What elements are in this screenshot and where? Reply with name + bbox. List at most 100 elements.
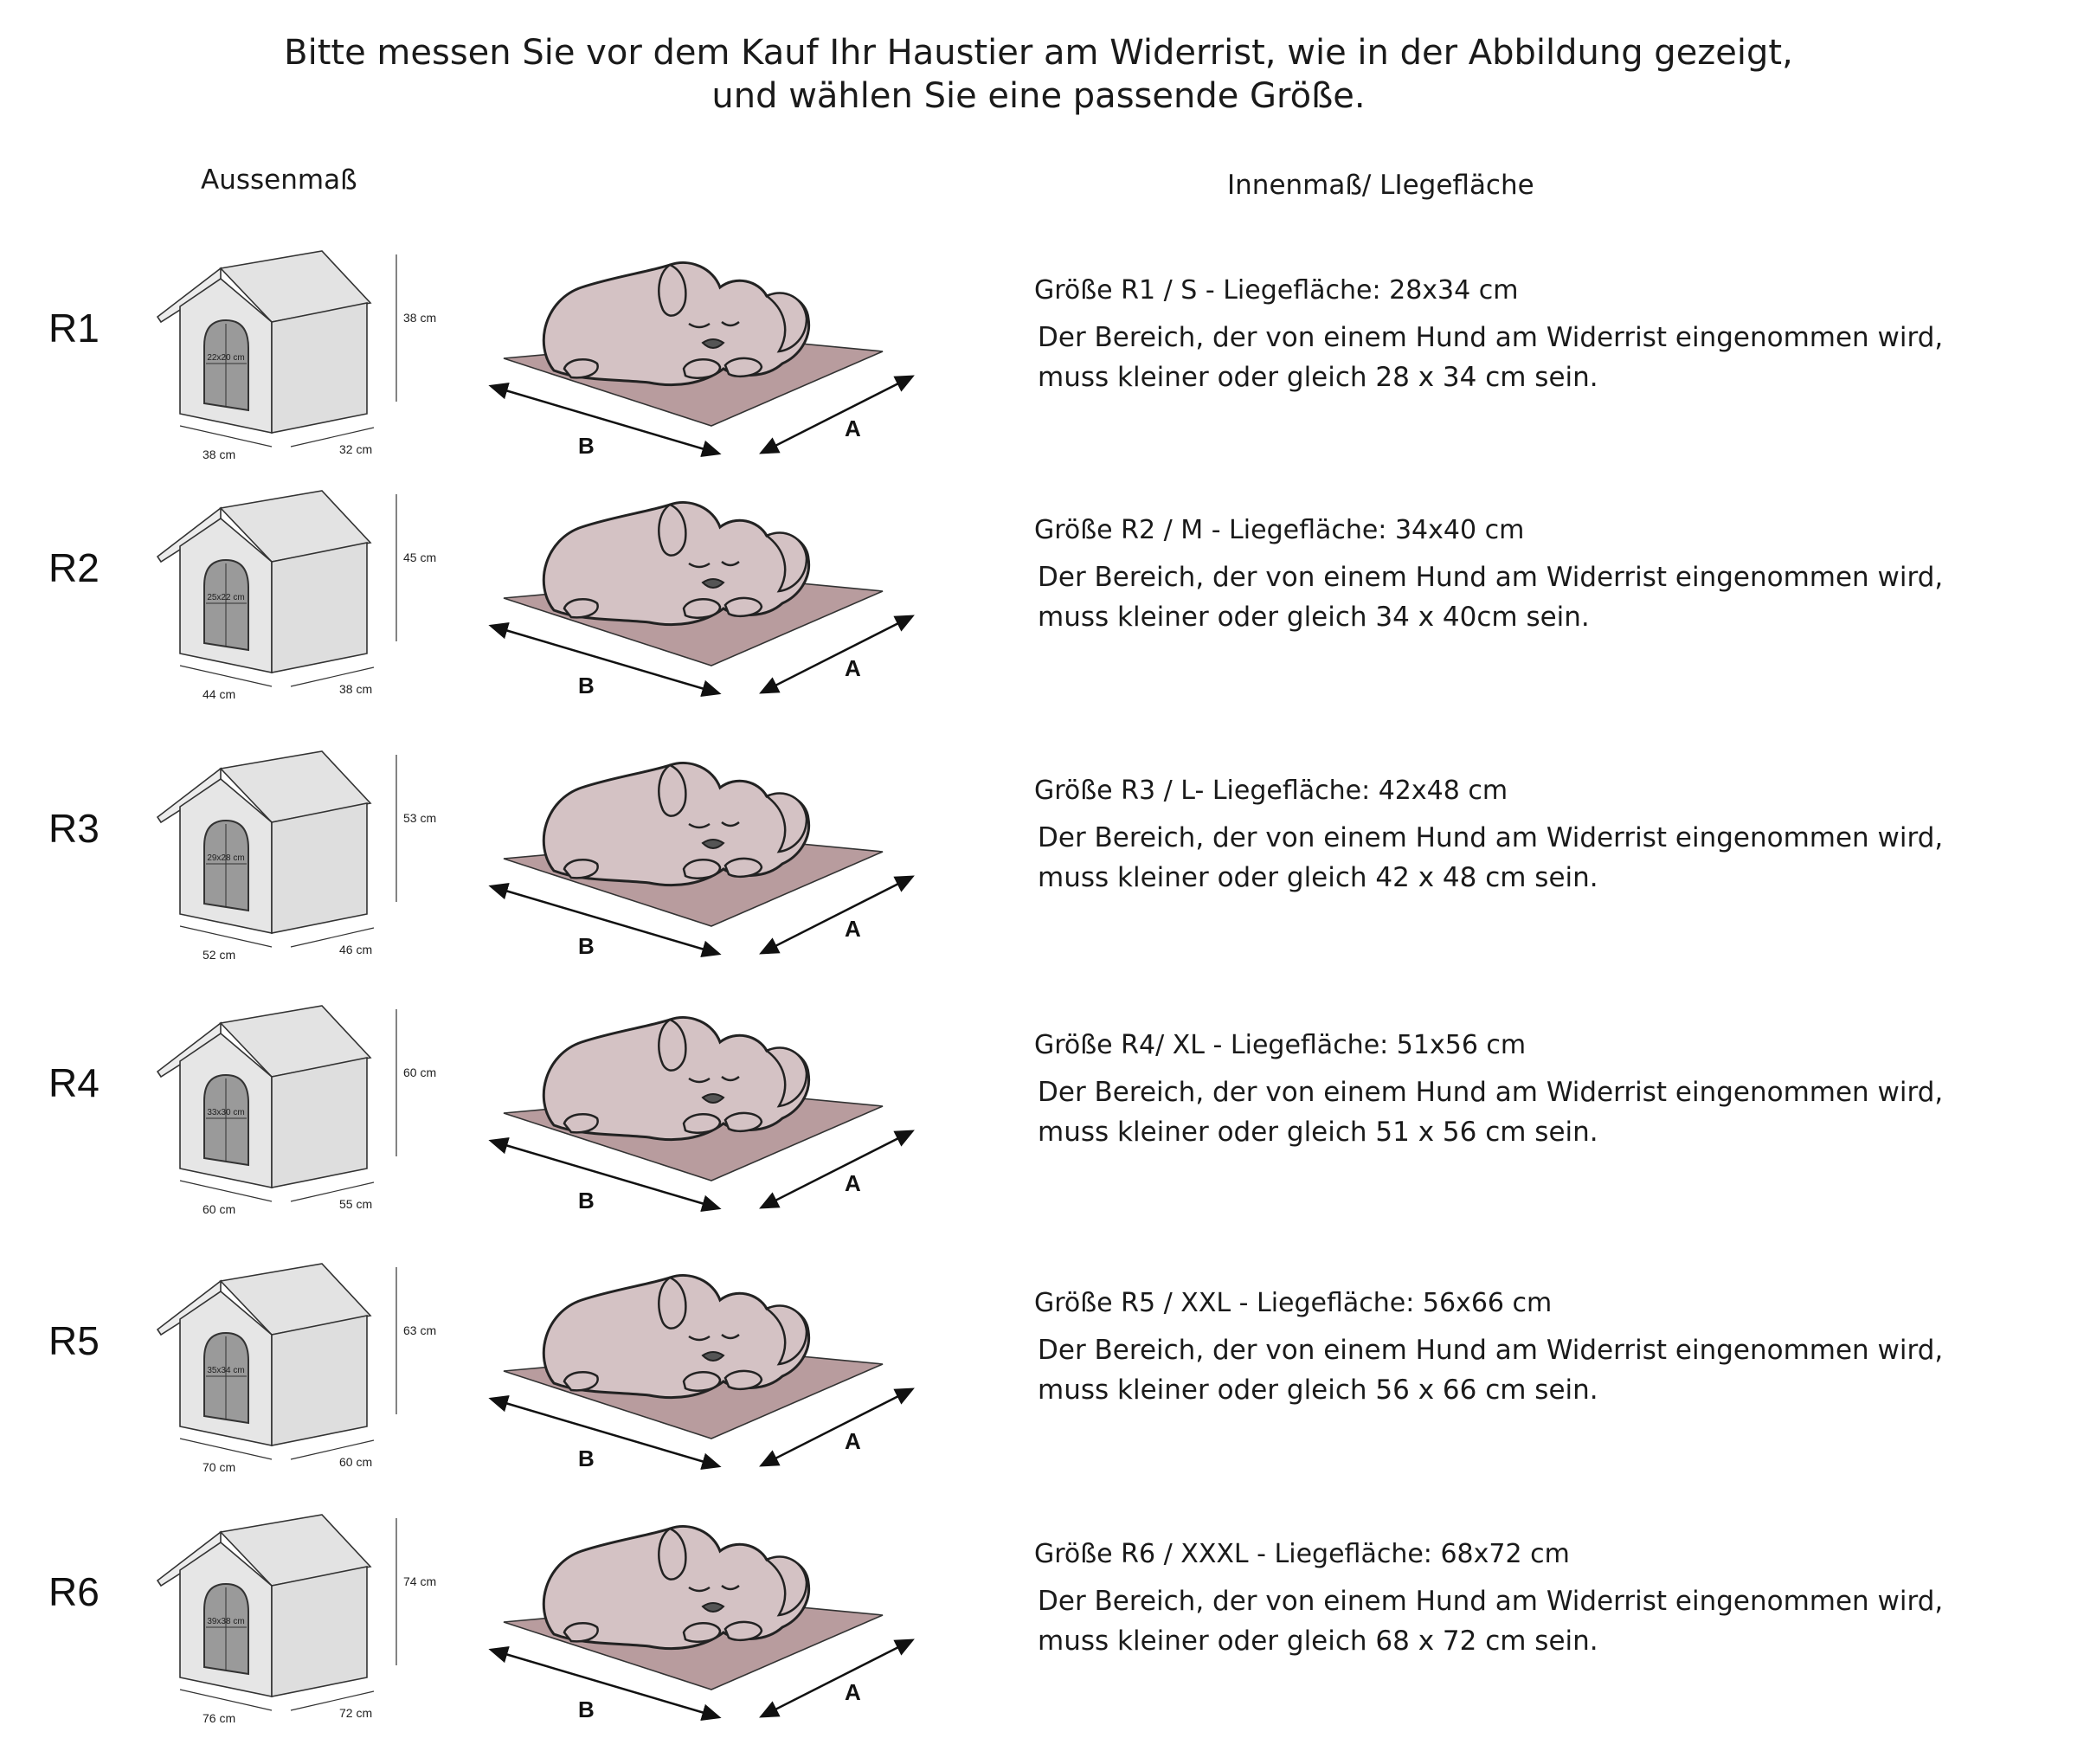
dog-paw-icon [723, 357, 763, 377]
width-dimension-line [179, 665, 273, 687]
size-info: Größe R4/ XL - Liegefläche: 51x56 cm Der… [1034, 1030, 2055, 1152]
size-description-line-2: muss kleiner oder gleich 42 x 48 cm sein… [1038, 862, 1598, 893]
dimension-b-arrow [488, 1645, 722, 1722]
depth-dimension-line [290, 666, 375, 687]
dimension-a-label: A [845, 655, 861, 681]
width-dimension-line [179, 1180, 273, 1202]
title-line-1: Bitte messen Sie vor dem Kauf Ihr Hausti… [284, 33, 1793, 73]
dog-eye-icon [688, 822, 711, 829]
size-description-line-2: muss kleiner oder gleich 34 x 40cm sein. [1038, 602, 1590, 633]
column-header-inner: Innenmaß/ LIegefläche [1227, 170, 1534, 201]
dog-ear-right-icon [764, 1555, 808, 1617]
size-description-line-1: Der Bereich, der von einem Hund am Wider… [1038, 822, 1944, 853]
size-row-r6: R6 39x38 cm 74 cm 76 cm 72 cm [0, 1513, 2077, 1764]
dog-eye-icon [721, 1584, 740, 1591]
size-description: Der Bereich, der von einem Hund am Wider… [1034, 1072, 2055, 1152]
dimension-b-arrow [488, 1394, 722, 1471]
dimension-a-arrow [759, 875, 915, 955]
dimension-a-arrow [759, 1387, 915, 1467]
dimension-b-label: B [578, 673, 595, 699]
house-side-wall [271, 802, 368, 934]
dog-paw-icon [723, 1111, 763, 1132]
house-height: 74 cm [403, 1574, 436, 1588]
dimension-a-arrow [759, 375, 915, 454]
dog-paw-icon [563, 1621, 599, 1643]
house-width: 76 cm [203, 1711, 235, 1725]
size-description-line-2: muss kleiner oder gleich 51 x 56 cm sein… [1038, 1117, 1598, 1148]
dog-nose-icon [701, 839, 725, 849]
house-depth: 32 cm [339, 442, 372, 456]
size-label: R6 [48, 1569, 100, 1614]
dog-eye-icon [721, 1333, 740, 1340]
size-info: Größe R6 / XXXL - Liegefläche: 68x72 cm … [1034, 1539, 2055, 1661]
size-description: Der Bereich, der von einem Hund am Wider… [1034, 1581, 2055, 1661]
house-width: 52 cm [203, 948, 235, 962]
house-depth: 60 cm [339, 1455, 372, 1469]
house-width: 60 cm [203, 1202, 235, 1216]
depth-dimension-line [290, 1181, 375, 1202]
dog-paw-icon [723, 1369, 763, 1390]
dog-ear-right-icon [764, 1304, 808, 1366]
dog-paw-icon [563, 597, 599, 619]
house-depth: 46 cm [339, 943, 372, 956]
dog-paw-icon [682, 1113, 722, 1134]
width-dimension-line [179, 1438, 273, 1460]
sleeping-dog-mat-diagram: B A [488, 1525, 915, 1722]
dog-eye-icon [688, 562, 711, 569]
dog-eye-icon [688, 1335, 711, 1342]
dog-paw-icon [563, 858, 599, 879]
size-description-line-1: Der Bereich, der von einem Hund am Wider… [1038, 1335, 1944, 1366]
dog-nose-icon [701, 1602, 725, 1613]
house-roof-right [219, 1514, 372, 1587]
dimension-a-arrow [759, 1638, 915, 1718]
size-description: Der Bereich, der von einem Hund am Wider… [1034, 818, 2055, 898]
depth-dimension-line [290, 1439, 375, 1460]
dog-paw-icon [563, 1370, 599, 1392]
dimension-a-label: A [845, 415, 861, 441]
dog-ear-icon [658, 1018, 687, 1072]
width-dimension-line [179, 1689, 273, 1711]
dog-ear-icon [658, 1276, 687, 1329]
dog-eye-icon [688, 322, 711, 329]
depth-dimension-line [290, 427, 375, 447]
size-title: Größe R1 / S - Liegefläche: 28x34 cm [1034, 275, 1519, 306]
house-depth: 55 cm [339, 1197, 372, 1211]
door-size: 39x38 cm [207, 1617, 244, 1626]
house-height: 45 cm [403, 550, 436, 564]
house-roof-right [219, 750, 372, 823]
sleeping-dog-mat-diagram: B A [488, 1016, 915, 1214]
size-title: Größe R4/ XL - Liegefläche: 51x56 cm [1034, 1030, 1527, 1060]
house-side-wall [271, 542, 368, 673]
width-dimension-line [179, 925, 273, 948]
house-height: 63 cm [403, 1323, 436, 1337]
dog-ear-icon [658, 263, 687, 317]
dog-paw-icon [723, 857, 763, 878]
size-label: R4 [48, 1060, 100, 1105]
size-label: R1 [48, 306, 100, 351]
size-label: R5 [48, 1318, 100, 1363]
size-description: Der Bereich, der von einem Hund am Wider… [1034, 318, 2055, 397]
dog-eye-icon [688, 1077, 711, 1084]
house-side-wall [271, 302, 368, 434]
column-header-outer: Aussenmaß [201, 164, 357, 196]
sleeping-dog-mat-diagram: B A [488, 762, 915, 959]
door-size: 22x20 cm [207, 353, 244, 363]
house-roof-right [219, 250, 372, 323]
size-description-line-1: Der Bereich, der von einem Hund am Wider… [1038, 322, 1944, 353]
dimension-b-label: B [578, 933, 595, 959]
sleeping-dog-mat-diagram: B A [488, 1274, 915, 1471]
dog-paw-icon [682, 1371, 722, 1392]
size-info: Größe R2 / M - Liegefläche: 34x40 cm Der… [1034, 515, 2055, 637]
dog-ear-icon [658, 763, 687, 817]
dog-ear-right-icon [764, 792, 808, 853]
sleeping-dog-mat-diagram: B A [488, 501, 915, 699]
house-height: 60 cm [403, 1065, 436, 1079]
size-description: Der Bereich, der von einem Hund am Wider… [1034, 557, 2055, 637]
dog-eye-icon [721, 560, 740, 567]
dog-paw-icon [682, 1622, 722, 1643]
house-roof-right [219, 1005, 372, 1078]
door-size: 29x28 cm [207, 853, 244, 863]
door-size: 25x22 cm [207, 593, 244, 602]
house-width: 44 cm [203, 687, 235, 701]
dimension-a-label: A [845, 1679, 861, 1705]
